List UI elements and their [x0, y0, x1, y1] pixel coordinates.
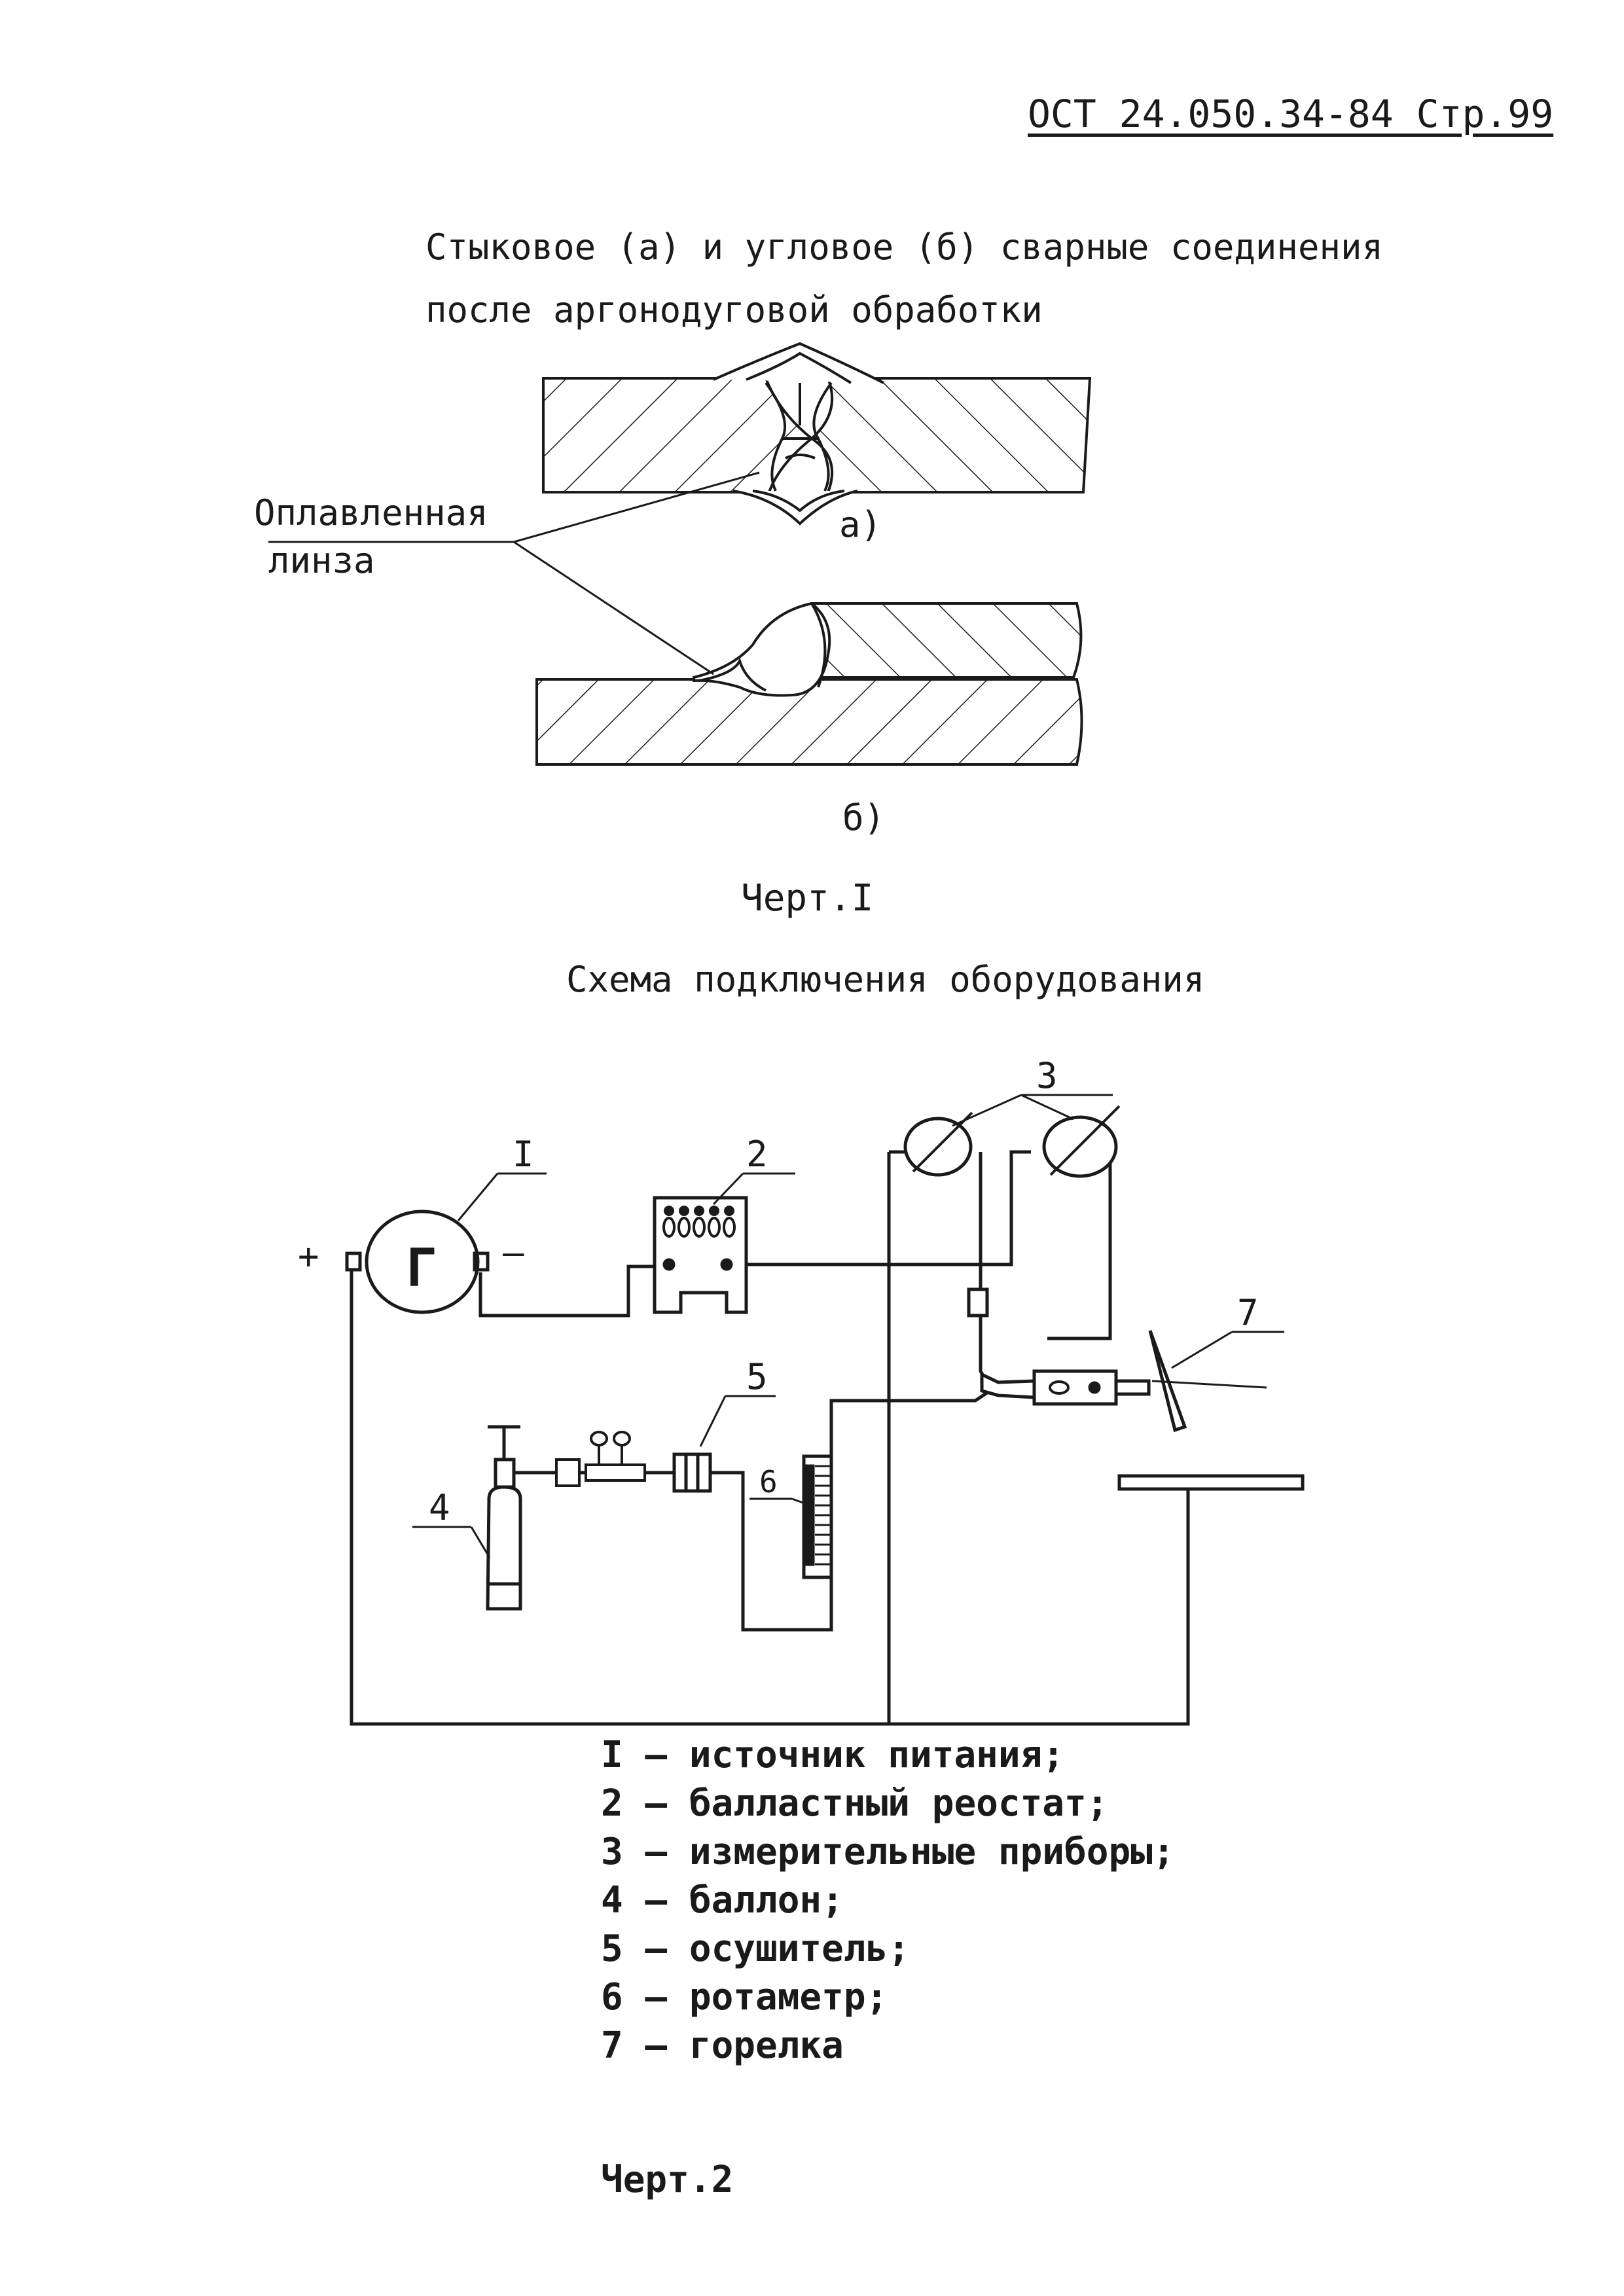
callout-leaders	[412, 1094, 1284, 1558]
fused-lens-leader	[268, 471, 760, 675]
rotameter	[802, 1454, 833, 1579]
figure1-title-line1: Стыковое (а) и угловое (б) сварные соеди…	[425, 226, 1383, 268]
label-b: б)	[842, 797, 886, 838]
figure1-title: Стыковое (а) и угловое (б) сварные соеди…	[425, 216, 1383, 342]
callout-3: 3	[1036, 1055, 1058, 1096]
figure1-title-line2: после аргонодуговой обработки	[425, 289, 1043, 331]
generator-letter: Г	[406, 1238, 437, 1299]
callout-fused-lens-line2: линза	[268, 540, 375, 581]
callout-6: 6	[759, 1464, 778, 1499]
document-reference: ОСТ 24.050.34-84 Стр.99	[1028, 92, 1554, 136]
butt-joint-drawing	[542, 342, 1092, 526]
callout-4: 4	[429, 1487, 450, 1528]
gas-cylinder	[486, 1425, 522, 1611]
legend-item: 4 – баллон;	[601, 1879, 844, 1922]
figure2-title: Схема подключения оборудования	[566, 959, 1205, 1000]
pressure-reducer	[555, 1431, 646, 1487]
figure1-caption: Черт.I	[741, 877, 874, 920]
callout-fused-lens-line1: Оплавленная	[254, 492, 488, 533]
legend-item: 7 – горелка	[601, 2024, 844, 2067]
welding-torch	[980, 1330, 1267, 1433]
legend-item: 2 – балластный реостат;	[601, 1782, 1109, 1825]
ballast-rheostat	[653, 1196, 748, 1314]
legend-item: 5 – осушитель;	[601, 1928, 911, 1970]
callout-7: 7	[1237, 1292, 1259, 1333]
legend: I – источник питания; 2 – балластный рео…	[601, 1731, 1175, 2070]
work-table	[1117, 1474, 1305, 1491]
legend-item: 6 – ротаметр;	[601, 1976, 888, 2018]
generator-symbol	[345, 1210, 490, 1314]
callout-5: 5	[746, 1356, 768, 1397]
figure2-caption: Черт.2	[601, 2159, 734, 2201]
plus-sign: +	[298, 1236, 319, 1277]
callout-2: 2	[746, 1134, 768, 1175]
shunt-resistor	[967, 1287, 989, 1318]
measuring-instruments	[903, 1105, 1121, 1178]
minus-sign: –	[503, 1232, 524, 1273]
fillet-joint-drawing	[535, 601, 1083, 766]
legend-item: I – источник питания;	[601, 1734, 1065, 1776]
wiring-scheme	[350, 1150, 1190, 1726]
callout-1: I	[513, 1134, 534, 1175]
gas-dryer	[672, 1452, 712, 1493]
legend-item: 3 – измерительные приборы;	[601, 1831, 1175, 1873]
label-a: а)	[839, 504, 882, 545]
